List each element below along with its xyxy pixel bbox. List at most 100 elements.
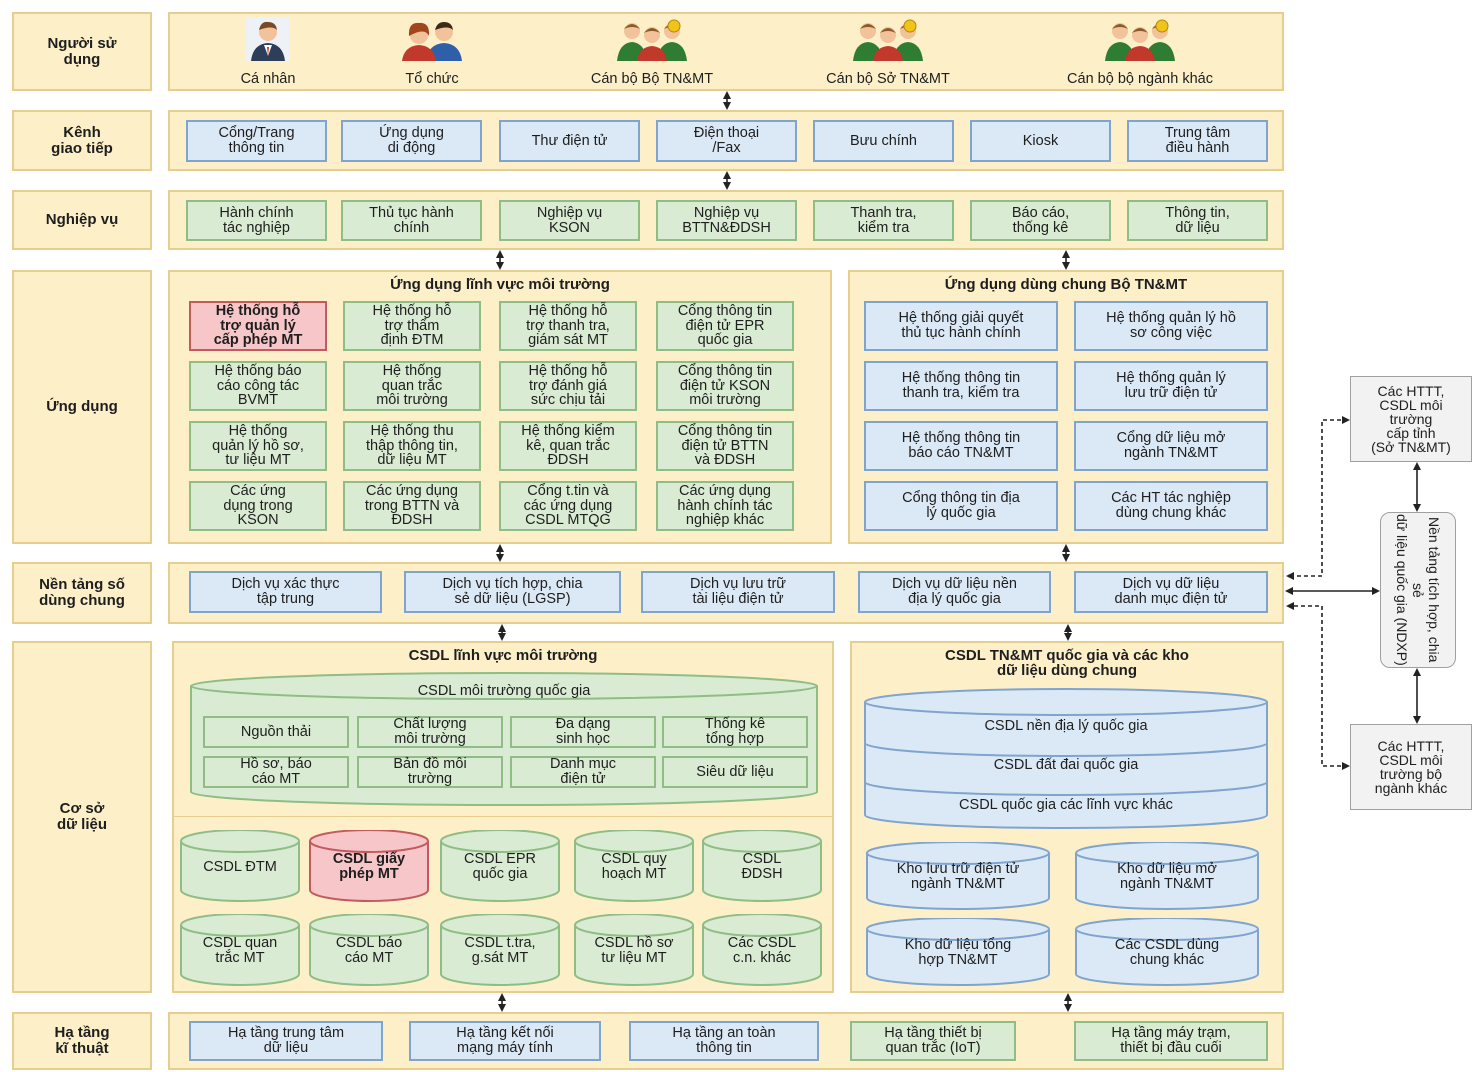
group-icon xyxy=(848,16,928,67)
organization-icon xyxy=(392,16,472,67)
env-app-box: Hệ thống kiểm kê, quan trắc ĐDSH xyxy=(499,421,637,471)
env-db-cylinder: Các CSDL c.n. khác xyxy=(702,914,822,986)
row-label-channels: Kênh giao tiếp xyxy=(12,110,152,171)
infra-box: Hạ tầng trung tâm dữ liệu xyxy=(189,1021,383,1061)
national-db-title: CSDL TN&MT quốc gia và các kho dữ liệu d… xyxy=(945,647,1189,679)
env-db-cylinder: CSDL ĐTM xyxy=(180,830,300,902)
ministries-systems-box: Các HTTT, CSDL môi trường bộ ngành khác xyxy=(1350,724,1472,810)
env-db-cylinder-label: CSDL báo cáo MT xyxy=(335,935,403,966)
env-app-box: Các ứng dụng hành chính tác nghiệp khác xyxy=(656,481,794,531)
user-3: Cán bộ Sở TN&MT xyxy=(778,16,998,87)
env-db-category-box: Siêu dữ liệu xyxy=(662,756,808,788)
env-app-box: Hệ thống hỗ trợ thanh tra, giám sát MT xyxy=(499,301,637,351)
row-label-users: Người sử dụng xyxy=(12,12,152,91)
business-box: Nghiệp vụ BTTN&ĐDSH xyxy=(656,200,797,241)
env-db-cylinder: CSDL EPR quốc gia xyxy=(440,830,560,902)
platform-service-box: Dịch vụ dữ liệu danh mục điện tử xyxy=(1074,571,1268,613)
shared-app-box: Cổng dữ liệu mở ngành TN&MT xyxy=(1074,421,1268,471)
provincial-systems-box: Các HTTT, CSDL môi trường cấp tỉnh (Sở T… xyxy=(1350,376,1472,462)
shared-apps-title: Ứng dụng dùng chung Bộ TN&MT xyxy=(944,276,1188,293)
env-app-box: Hệ thống báo cáo công tác BVMT xyxy=(189,361,327,411)
env-db-cylinder-label: CSDL giấy phép MT xyxy=(332,851,406,882)
env-app-box: Cổng thông tin điện tử EPR quốc gia xyxy=(656,301,794,351)
env-db-cylinder: CSDL quy hoạch MT xyxy=(574,830,694,902)
channel-box: Ứng dụng di động xyxy=(341,120,482,162)
env-app-box: Hệ thống hỗ trợ thẩm định ĐTM xyxy=(343,301,481,351)
channel-box: Trung tâm điều hành xyxy=(1127,120,1268,162)
env-app-box: Cổng thông tin điện tử KSON môi trường xyxy=(656,361,794,411)
infra-box: Hạ tầng máy trạm, thiết bị đầu cuối xyxy=(1074,1021,1268,1061)
env-db-cylinder-label: CSDL quan trắc MT xyxy=(202,935,278,966)
env-db-cylinder: CSDL hồ sơ tư liệu MT xyxy=(574,914,694,986)
user-0: Cá nhân xyxy=(158,16,378,87)
env-db-category-box: Nguồn thải xyxy=(203,716,349,748)
arrow-provincial-platform xyxy=(1286,416,1350,580)
business-box: Thanh tra, kiểm tra xyxy=(813,200,954,241)
env-app-box: Các ứng dụng trong BTTN và ĐDSH xyxy=(343,481,481,531)
env-db-cylinder-label: Các CSDL c.n. khác xyxy=(727,935,797,966)
group-icon xyxy=(1100,16,1180,67)
env-app-box: Cổng thông tin điện tử BTTN và ĐDSH xyxy=(656,421,794,471)
shared-app-box: Hệ thống thông tin báo cáo TN&MT xyxy=(864,421,1058,471)
business-box: Nghiệp vụ KSON xyxy=(499,200,640,241)
shared-app-box: Các HT tác nghiệp dùng chung khác xyxy=(1074,481,1268,531)
env-app-box: Hệ thống quan trắc môi trường xyxy=(343,361,481,411)
env-db-category-box: Hồ sơ, báo cáo MT xyxy=(203,756,349,788)
national-db-stack: CSDL nền địa lý quốc gia CSDL đất đai qu… xyxy=(864,688,1268,830)
users-band xyxy=(168,12,1284,91)
env-apps-title: Ứng dụng lĩnh vực môi trường xyxy=(390,276,610,293)
row-label-infrastructure: Hạ tầng kĩ thuật xyxy=(12,1012,152,1070)
user-label: Tổ chức xyxy=(405,71,459,87)
channel-box: Thư điện tử xyxy=(499,120,640,162)
env-db-cylinder: CSDL t.tra, g.sát MT xyxy=(440,914,560,986)
env-db-cylinder-label: CSDL quy hoạch MT xyxy=(601,851,667,882)
shared-app-box: Hệ thống quản lý lưu trữ điện tử xyxy=(1074,361,1268,411)
env-app-box: Các ứng dụng trong KSON xyxy=(189,481,327,531)
platform-service-box: Dịch vụ tích hợp, chia sẻ dữ liệu (LGSP) xyxy=(404,571,621,613)
infra-box: Hạ tầng kết nối mạng máy tính xyxy=(409,1021,601,1061)
stack-item-other: CSDL quốc gia các lĩnh vực khác xyxy=(959,796,1173,813)
env-db-category-box: Danh mục điện tử xyxy=(510,756,656,788)
national-store-cylinder: Kho dữ liệu tổng hợp TN&MT xyxy=(866,918,1050,986)
infra-box: Hạ tầng an toàn thông tin xyxy=(629,1021,819,1061)
row-label-platform: Nền tảng số dùng chung xyxy=(12,562,152,624)
row-label-database: Cơ sở dữ liệu xyxy=(12,641,152,993)
env-app-box: Hệ thống hỗ trợ quản lý cấp phép MT xyxy=(189,301,327,351)
platform-service-box: Dịch vụ dữ liệu nền địa lý quốc gia xyxy=(858,571,1051,613)
stack-item-geo: CSDL nền địa lý quốc gia xyxy=(984,717,1148,734)
env-app-box: Hệ thống thu thập thông tin, dữ liệu MT xyxy=(343,421,481,471)
national-store-cylinder: Các CSDL dùng chung khác xyxy=(1075,918,1259,986)
row-label-apps: Ứng dụng xyxy=(12,270,152,544)
business-box: Báo cáo, thống kê xyxy=(970,200,1111,241)
national-store-cylinder-label: Kho dữ liệu mở ngành TN&MT xyxy=(1117,861,1217,892)
national-store-cylinder-label: Kho dữ liệu tổng hợp TN&MT xyxy=(904,937,1012,968)
env-db-category-box: Thống kê tổng hợp xyxy=(662,716,808,748)
channel-box: Kiosk xyxy=(970,120,1111,162)
channel-box: Cổng/Trang thông tin xyxy=(186,120,327,162)
env-app-box: Hệ thống hỗ trợ đánh giá sức chịu tải xyxy=(499,361,637,411)
user-label: Cán bộ Sở TN&MT xyxy=(826,71,950,87)
user-1: Tổ chức xyxy=(322,16,542,87)
user-label: Cá nhân xyxy=(240,71,296,87)
env-db-category-box: Chất lượng môi trường xyxy=(357,716,503,748)
stack-item-land: CSDL đất đai quốc gia xyxy=(993,756,1139,773)
arrow-ministries-platform xyxy=(1286,602,1350,770)
env-db-cylinder-label: CSDL t.tra, g.sát MT xyxy=(464,935,536,966)
group-icon xyxy=(612,16,692,67)
env-db-cylinder: CSDL ĐDSH xyxy=(702,830,822,902)
env-db-cylinder-label: CSDL hồ sơ tư liệu MT xyxy=(594,935,674,966)
ndxp-platform-box: Nền tảng tích hợp, chia sẻ dữ liệu quốc … xyxy=(1380,512,1456,668)
user-2: Cán bộ Bộ TN&MT xyxy=(542,16,762,87)
business-box: Thông tin, dữ liệu xyxy=(1127,200,1268,241)
env-app-box: Cổng t.tin và các ứng dụng CSDL MTQG xyxy=(499,481,637,531)
env-db-category-box: Đa dạng sinh học xyxy=(510,716,656,748)
shared-app-box: Hệ thống quản lý hồ sơ công việc xyxy=(1074,301,1268,351)
env-db-cylinder: CSDL giấy phép MT xyxy=(309,830,429,902)
business-box: Hành chính tác nghiệp xyxy=(186,200,327,241)
channel-box: Bưu chính xyxy=(813,120,954,162)
env-db-cylinder-label: CSDL ĐDSH xyxy=(741,851,783,882)
shared-app-box: Hệ thống thông tin thanh tra, kiểm tra xyxy=(864,361,1058,411)
env-db-category-box: Bản đồ môi trường xyxy=(357,756,503,788)
national-store-cylinder-label: Kho lưu trữ điện tử ngành TN&MT xyxy=(896,861,1020,892)
